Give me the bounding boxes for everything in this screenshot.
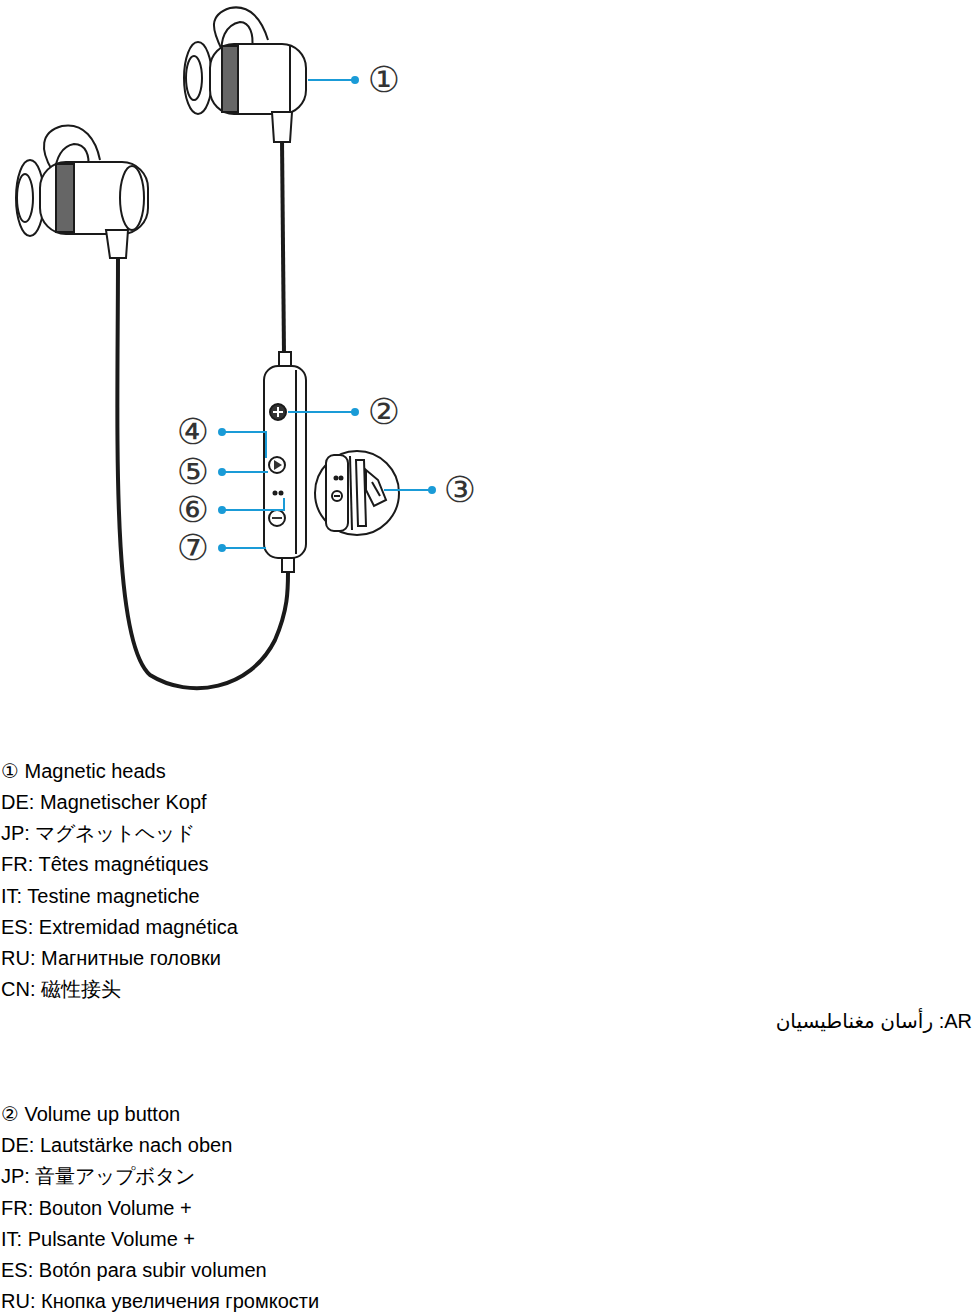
caption-text: RU: Кнопка увеличения громкости <box>1 1289 319 1313</box>
caption-text: CN: 磁性接头 <box>1 977 121 1001</box>
volume-down-button <box>269 510 285 526</box>
callout-number: ① <box>368 60 400 100</box>
magnetic-head <box>120 166 144 230</box>
leader-line <box>222 471 268 473</box>
caption-text: ② Volume up button <box>1 1102 180 1126</box>
earbud-stem <box>106 230 128 258</box>
caption-text: DE: Magnetischer Kopf <box>1 790 207 814</box>
usb-cover <box>356 460 366 526</box>
remote-control <box>264 366 306 558</box>
remote-side <box>295 370 297 554</box>
leader-line <box>384 489 432 491</box>
caption-text: RU: Магнитные головки <box>1 946 221 970</box>
ear-tip <box>186 56 202 100</box>
volume-up-button <box>270 404 286 420</box>
remote-detail <box>326 455 348 531</box>
cable <box>282 140 284 355</box>
callout-number: ② <box>368 392 400 432</box>
caption-text: AR: رأسان مغناطيسيان <box>776 1009 972 1033</box>
earbud-stem <box>272 112 292 142</box>
callout-number: ③ <box>444 470 476 510</box>
callout-number: ⑦ <box>177 528 209 568</box>
earbud-body <box>40 162 148 234</box>
detail-circle <box>315 451 399 535</box>
caption-text: IT: Testine magnetiche <box>1 884 200 908</box>
caption-text: ES: Botón para subir volumen <box>1 1258 267 1282</box>
ear-tip <box>184 42 212 114</box>
earbud-band <box>222 46 238 112</box>
caption-text: FR: Têtes magnétiques <box>1 852 209 876</box>
callout-number: ⑥ <box>177 490 209 530</box>
cable <box>117 255 288 688</box>
caption-text: JP: マグネットヘッド <box>1 821 195 845</box>
led <box>274 492 277 495</box>
callout-number: ⑤ <box>177 452 209 492</box>
caption-text: FR: Bouton Volume + <box>1 1196 192 1220</box>
earbud-body <box>210 44 306 114</box>
ear-tip <box>17 174 33 222</box>
leader-line <box>222 547 266 549</box>
led <box>280 492 283 495</box>
earbud-band <box>56 164 74 232</box>
leader-line <box>222 498 284 510</box>
caption-text: JP: 音量アップボタン <box>1 1164 195 1188</box>
caption-text: DE: Lautstärke nach oben <box>1 1133 232 1157</box>
caption-text: ① Magnetic heads <box>1 759 166 783</box>
usb-port <box>366 470 386 506</box>
callout-number: ④ <box>177 412 209 452</box>
magnetic-head <box>289 46 291 112</box>
leader-line <box>222 432 266 458</box>
leader-line <box>308 79 355 81</box>
play-button <box>269 457 285 473</box>
leader-line <box>288 411 355 413</box>
caption-text: IT: Pulsante Volume + <box>1 1227 195 1251</box>
caption-text: ES: Extremidad magnética <box>1 915 238 939</box>
